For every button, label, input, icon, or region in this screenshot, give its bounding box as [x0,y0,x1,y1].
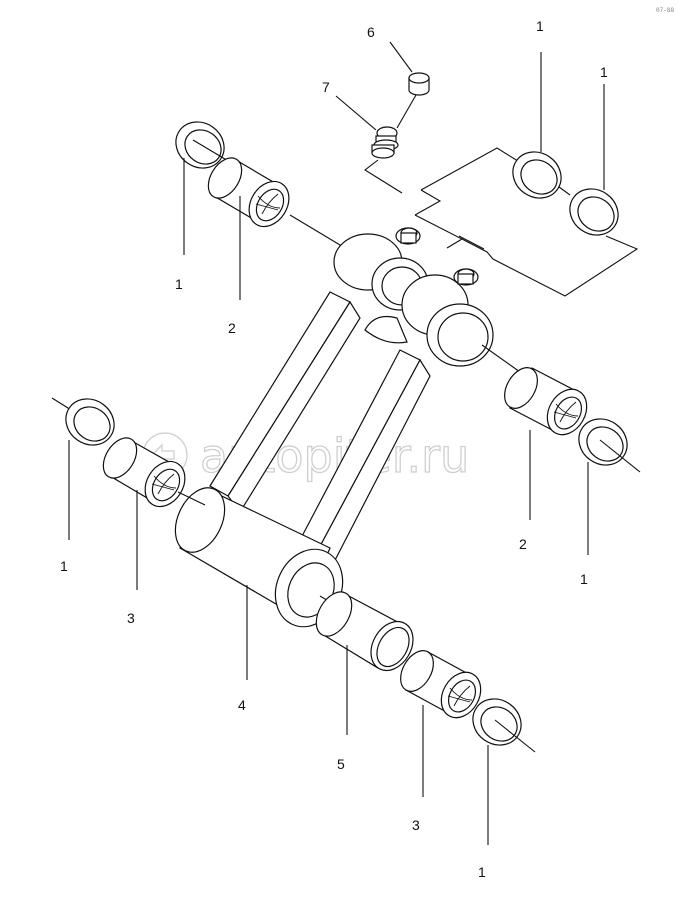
assembly-guide-lines [414,147,639,297]
callout-1-mid-right: 1 [580,571,588,587]
callout-1-upper-left: 1 [175,276,183,292]
seal-ring-upper-right-a [512,151,562,199]
callout-2-mid-right: 2 [519,536,527,552]
callout-3-lower-left: 3 [127,610,135,626]
callout-1-lower-left: 1 [60,558,68,574]
arm-upper-boss-right [364,268,494,367]
seal-ring-lower-right [472,698,536,753]
bushing-mid-right [481,344,588,436]
bushing-lower-right-part-3 [400,650,482,719]
callout-7: 7 [322,79,330,95]
callout-3-lower-right: 3 [412,817,420,833]
arm-side-plates [209,291,431,568]
arm-lower-pipe-part-4 [174,487,346,628]
callout-4: 4 [238,697,246,713]
callout-1-top-right: 1 [600,64,608,80]
seal-ring-upper-right-b [569,188,619,236]
grease-nipple-part-7 [364,126,403,194]
callout-5: 5 [337,756,345,772]
watermark: autopiter.ru [142,428,470,484]
bushing-lower-left-part-3 [102,437,206,508]
seal-ring-upper-left [175,121,236,169]
seal-ring-mid-right [578,418,641,473]
callout-labels: 6 7 1 1 1 2 1 2 1 3 4 5 3 1 [60,18,608,880]
bushing-upper-left [207,157,346,249]
corner-code: 07-88 [656,7,674,14]
guide-line [558,186,571,196]
callout-1-top: 1 [536,18,544,34]
leader-lines [68,41,605,845]
seal-ring-lower-left [51,397,115,446]
callout-1-bottom: 1 [478,864,486,880]
arm-upper-boss-left [333,227,429,311]
callout-6: 6 [367,24,375,40]
callout-2-upper-left: 2 [228,320,236,336]
sleeve-part-5 [315,591,414,672]
grease-cap-part-6 [396,72,430,129]
